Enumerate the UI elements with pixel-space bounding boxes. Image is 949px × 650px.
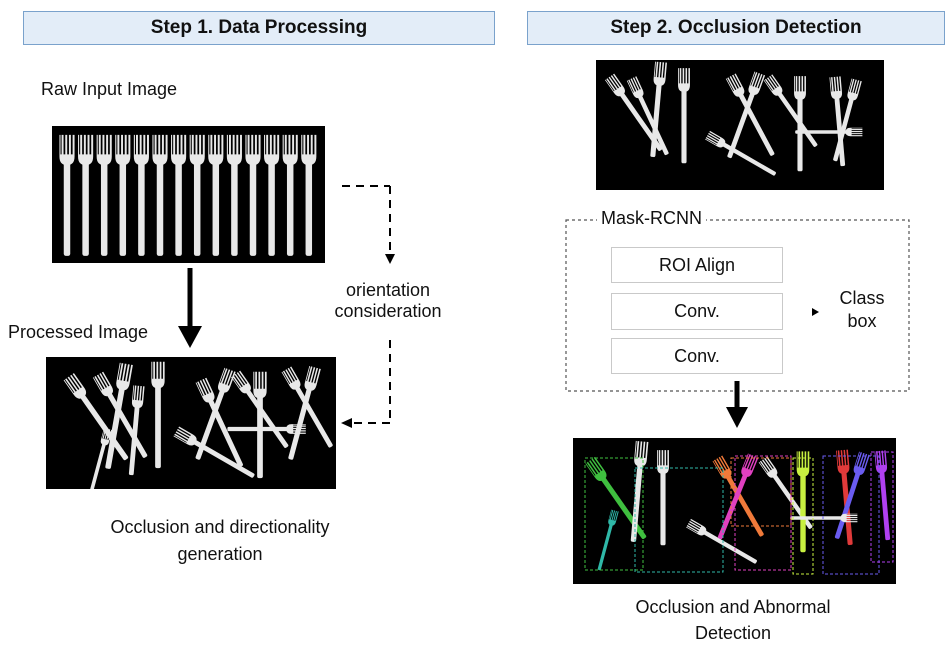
fork-icon — [796, 451, 810, 553]
arrow-down-icon — [726, 381, 748, 428]
fork-icon — [226, 134, 242, 256]
fork-icon — [597, 509, 619, 571]
fork-icon — [208, 134, 224, 256]
fork-icon — [133, 134, 149, 256]
fork-icon — [173, 426, 255, 478]
step2-header: Step 2. Occlusion Detection — [527, 11, 945, 45]
detection-output-image — [573, 438, 896, 584]
fork-icon — [171, 134, 187, 256]
fork-icon — [727, 71, 766, 159]
fork-icon — [105, 362, 133, 469]
fork-icon — [717, 453, 759, 540]
raw-forks-svg — [59, 134, 317, 256]
orientation-label: orientation consideration — [334, 280, 442, 321]
fork-icon — [59, 134, 75, 256]
input-occlusion-image — [596, 60, 884, 190]
roi-align-box: ROI Align — [611, 247, 783, 283]
fork-icon — [189, 134, 205, 256]
fork-icon — [301, 134, 317, 256]
fork-icon — [281, 366, 333, 448]
fork-icon — [227, 424, 306, 434]
fork-icon — [96, 134, 112, 256]
fork-icon — [288, 365, 321, 460]
conv-box-2: Conv. — [611, 338, 783, 374]
arrowhead-down-icon — [385, 254, 395, 264]
fork-icon — [128, 385, 145, 476]
fork-icon — [657, 450, 669, 546]
fork-icon — [253, 371, 267, 479]
fork-icon — [626, 76, 669, 156]
class-box-label: Class box — [839, 288, 885, 332]
detection-bbox — [734, 455, 792, 571]
fork-icon — [705, 130, 776, 176]
fork-icon — [151, 361, 165, 469]
detection-bbox — [822, 455, 880, 575]
step2-forks-svg — [604, 61, 863, 176]
detection-forks-svg — [584, 440, 894, 575]
processed-forks-svg — [63, 361, 333, 489]
detection-bbox — [870, 451, 894, 563]
fork-icon — [282, 134, 298, 256]
step1-header: Step 1. Data Processing — [23, 11, 495, 45]
fork-icon — [790, 513, 858, 523]
processed-image — [46, 357, 336, 489]
raw-input-image — [52, 126, 325, 263]
fork-icon — [245, 134, 261, 256]
fork-icon — [650, 61, 667, 158]
fork-icon — [152, 134, 168, 256]
arrowhead-left-icon — [341, 418, 352, 428]
arrowhead-right-icon — [812, 308, 819, 316]
mask-rcnn-label: Mask-RCNN — [597, 208, 706, 229]
fork-icon — [794, 76, 806, 172]
fork-icon — [604, 73, 663, 151]
fork-icon — [712, 455, 764, 537]
fork-icon — [678, 68, 690, 164]
processed-image-label: Processed Image — [8, 322, 149, 342]
fork-icon — [195, 367, 236, 460]
fork-icon — [834, 451, 870, 539]
detection-bbox — [634, 467, 724, 573]
detection-bbox — [730, 457, 792, 527]
fork-icon — [230, 370, 289, 448]
arrow-down-icon — [178, 268, 202, 348]
fork-icon — [115, 134, 131, 256]
fork-icon — [833, 78, 862, 162]
fork-icon — [763, 74, 818, 147]
step2-caption: Occlusion and Abnormal Detection — [635, 597, 831, 644]
fork-icon — [63, 373, 129, 461]
fork-icon — [89, 427, 113, 489]
raw-input-label: Raw Input Image — [41, 79, 178, 99]
fork-icon — [78, 134, 94, 256]
fork-icon — [874, 450, 891, 541]
detection-bbox — [792, 457, 814, 575]
conv-box-1: Conv. — [611, 293, 783, 330]
step1-caption: Occlusion and directionality generation — [110, 517, 330, 564]
fork-icon — [795, 127, 863, 137]
fork-icon — [686, 518, 757, 564]
fork-icon — [264, 134, 280, 256]
fork-icon — [630, 440, 649, 542]
